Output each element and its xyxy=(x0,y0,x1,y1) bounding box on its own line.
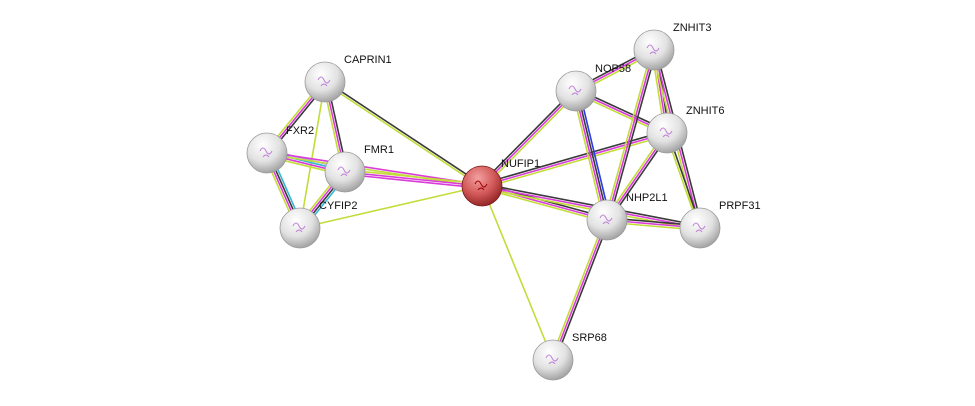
edge-line-coexpression xyxy=(481,130,667,185)
edge-line-textmining xyxy=(299,81,326,229)
edge-line-coexpression xyxy=(482,183,701,227)
protein-structure-icon xyxy=(646,44,660,55)
edge-line-textmining xyxy=(481,185,554,361)
node-znhit3[interactable]: ZNHIT3 xyxy=(633,22,712,71)
protein-structure-icon xyxy=(599,214,613,225)
edge-line-textmining xyxy=(323,82,482,188)
edge-line-coexpression xyxy=(554,220,610,362)
protein-structure-icon xyxy=(474,180,488,191)
protein-structure-icon xyxy=(545,354,559,365)
node-label: SRP68 xyxy=(572,332,607,344)
edge-fmr1-nufip1[interactable] xyxy=(344,169,483,189)
edge-line-cooccurrence xyxy=(578,90,611,220)
edge-line-textmining xyxy=(550,218,606,360)
edge-line-experiments xyxy=(552,219,608,361)
protein-structure-icon xyxy=(659,127,673,138)
node-label: PRPF31 xyxy=(719,200,761,212)
edge-cyfip2-nufip1[interactable] xyxy=(299,185,483,229)
protein-structure-icon xyxy=(292,222,306,233)
edge-line-textmining xyxy=(482,91,579,189)
edge-line-textmining xyxy=(345,169,483,185)
node-label: ZNHIT6 xyxy=(686,105,725,117)
protein-structure-icon xyxy=(568,85,582,96)
edge-line-experiments xyxy=(481,132,668,187)
node-cyfip2[interactable]: CYFIP2 xyxy=(279,200,358,249)
node-znhit6[interactable]: ZNHIT6 xyxy=(646,105,725,154)
node-nufip1[interactable]: NUFIP1 xyxy=(461,158,540,207)
edge-line-experiments xyxy=(574,91,607,221)
edge-nufip1-srp68[interactable] xyxy=(481,185,554,361)
edge-line-textmining xyxy=(481,187,607,223)
protein-structure-icon xyxy=(337,166,351,177)
edge-line-experiments xyxy=(344,171,483,187)
edge-nop58-nhp2l1[interactable] xyxy=(572,90,611,221)
edge-line-experiments xyxy=(481,185,701,229)
protein-structure-icon xyxy=(259,147,273,158)
node-prpf31[interactable]: PRPF31 xyxy=(679,200,761,249)
node-srp68[interactable]: SRP68 xyxy=(532,332,607,381)
edge-nufip1-nop58[interactable] xyxy=(479,88,579,189)
edge-znhit3-nhp2l1[interactable] xyxy=(604,49,657,221)
node-nhp2l1[interactable]: NHP2L1 xyxy=(586,192,668,241)
protein-structure-icon xyxy=(317,76,331,87)
edge-fxr2-nufip1[interactable] xyxy=(266,151,483,188)
node-caprin1[interactable]: CAPRIN1 xyxy=(304,54,392,103)
edge-line-experiments xyxy=(606,49,655,221)
edge-line-coexpression xyxy=(608,50,657,221)
node-label: CYFIP2 xyxy=(319,200,358,212)
node-label: NOP58 xyxy=(595,63,631,75)
node-fmr1[interactable]: FMR1 xyxy=(324,144,394,193)
edge-line-experiments xyxy=(481,90,577,187)
node-label: ZNHIT3 xyxy=(673,22,712,34)
edge-line-coexpression xyxy=(479,88,576,186)
node-fxr2[interactable]: FXR2 xyxy=(246,125,314,174)
edge-line-coexpression xyxy=(576,90,609,220)
node-nop58[interactable]: NOP58 xyxy=(555,63,631,112)
edge-caprin1-cyfip2[interactable] xyxy=(299,81,326,229)
edge-line-textmining xyxy=(604,49,653,220)
edge-nufip1-znhit6[interactable] xyxy=(481,130,668,189)
node-label: CAPRIN1 xyxy=(344,54,392,66)
edge-line-experiments xyxy=(344,173,482,189)
node-label: FMR1 xyxy=(364,144,394,156)
edge-nhp2l1-srp68[interactable] xyxy=(550,218,610,362)
edge-caprin1-nufip1[interactable] xyxy=(323,80,484,188)
edge-line-textmining xyxy=(482,134,668,189)
protein-structure-icon xyxy=(692,222,706,233)
node-label: NUFIP1 xyxy=(501,158,540,170)
edge-line-textmining xyxy=(572,91,605,221)
edge-line-coexpression xyxy=(325,80,484,186)
edge-line-textmining xyxy=(299,185,483,229)
node-label: FXR2 xyxy=(286,125,314,137)
node-label: NHP2L1 xyxy=(626,192,668,204)
